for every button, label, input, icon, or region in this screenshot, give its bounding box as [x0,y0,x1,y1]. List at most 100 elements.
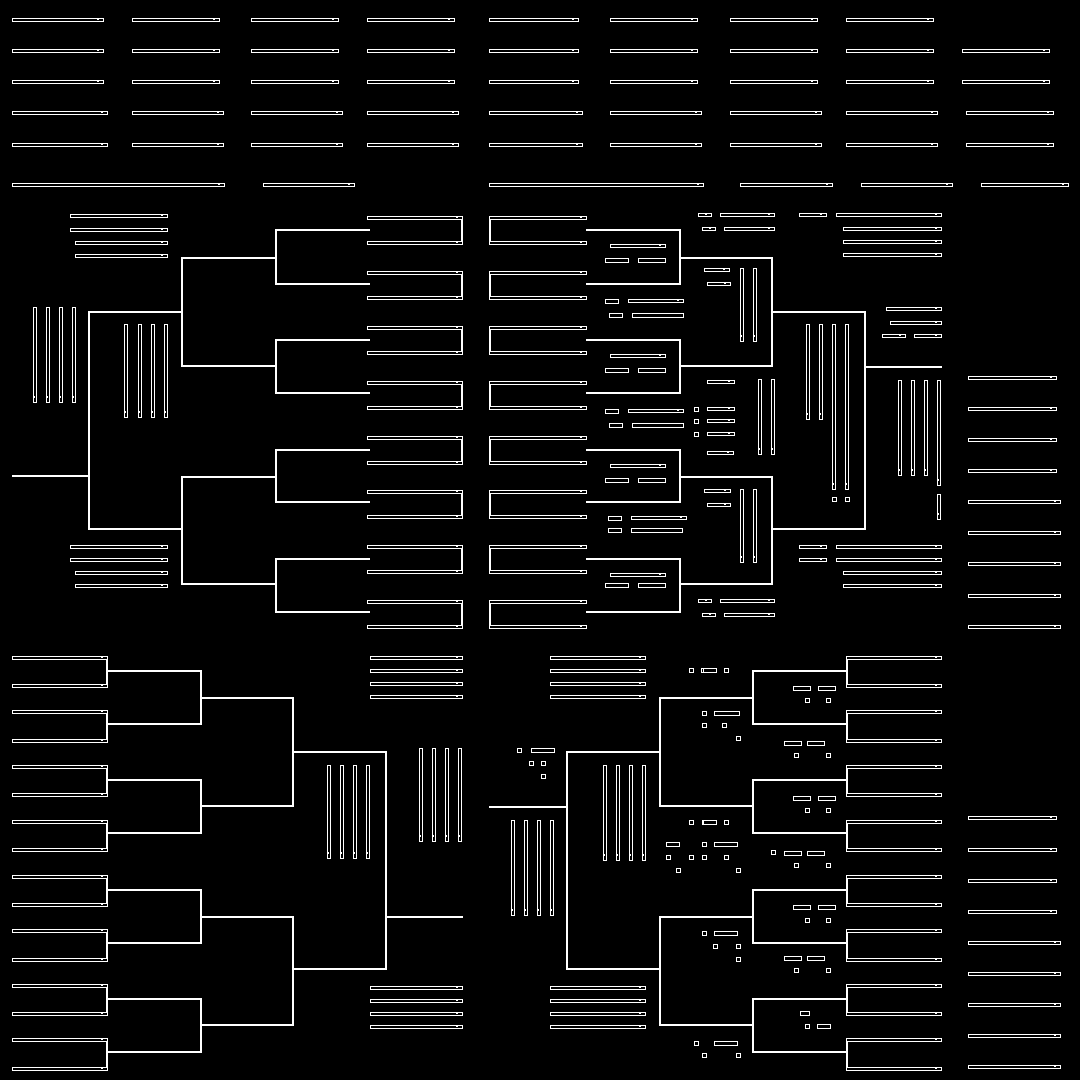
marker-tick [638,478,666,483]
entrant-name-bar [846,820,942,824]
round-label-vertical [898,380,902,476]
match-box [107,998,202,1053]
header-row-3-cell [132,80,220,84]
entrant-name-bar [367,436,463,440]
side-list-item [550,999,646,1003]
match-box [107,670,202,725]
round-label-vertical [845,324,849,490]
entrant-score-bar [489,570,587,574]
header-footer-cell [740,183,833,187]
header-row-4-cell [251,111,343,115]
entrant-name-bar [489,545,587,549]
marker-dot [724,668,729,673]
header-row-4-cell [610,111,702,115]
match-note-bar [610,464,666,468]
marker-dot [541,774,546,779]
marker-tick [605,478,629,483]
side-list-item [75,254,168,258]
entrant-score-bar [367,515,463,519]
marker-dot [771,850,776,855]
entrant-name-bar [367,490,463,494]
tag-bar [720,213,775,217]
header-row-3-cell [846,80,934,84]
marker-tick [817,1024,831,1029]
header-row-3-cell [251,80,339,84]
match-box [201,697,294,807]
match-box [12,1038,108,1069]
entrant-name-bar [367,216,463,220]
marker-tick [605,258,629,263]
side-list-item [370,656,463,660]
entrant-name-bar [12,1038,108,1042]
match-box [201,916,294,1026]
marker-tick [793,905,811,910]
match-note-bar [707,419,735,423]
header-row-4-cell [846,111,938,115]
header-row-5-cell [132,143,224,147]
marker-dot [826,863,831,868]
tag-bar [836,545,942,549]
match-box [12,710,108,741]
match-box [586,229,681,285]
tag-bar [799,545,827,549]
round-label-vertical [642,765,646,861]
entrant-score-bar [489,296,587,300]
round-label-vertical [753,489,757,563]
entrant-name-bar [846,958,942,962]
bracket-final-line [12,475,88,477]
marker-dot [794,753,799,758]
entrant-score-bar [489,406,587,410]
marker-dot [826,698,831,703]
match-box [586,339,681,394]
tag-bar [799,213,827,217]
tag-bar [914,334,942,338]
tag-bar [836,558,942,562]
marker-tick [818,905,836,910]
entrant-name-bar [12,684,108,688]
marker-tick [631,528,683,533]
marker-dot [702,931,707,936]
marker-tick [605,368,629,373]
entrant-name-bar [846,684,942,688]
side-list-item [370,695,463,699]
round-label-vertical [550,820,554,916]
marker-dot [702,711,707,716]
round-label-vertical [753,268,757,342]
match-box [846,710,942,741]
entrant-score-bar [489,241,587,245]
entrant-name-bar [846,875,942,879]
entrant-name-bar [12,710,108,714]
match-box [107,779,202,834]
entrant-name-bar [846,984,942,988]
match-box [12,929,108,960]
entrant-score-bar [367,625,463,629]
entrant-name-bar [846,1067,942,1071]
header-row-2-cell [962,49,1050,53]
header-row-2-cell [846,49,934,53]
match-note-bar [707,503,731,507]
marker-dot [826,753,831,758]
match-note-bar [707,407,735,411]
match-box [586,558,681,613]
match-box [275,558,370,613]
header-row-2-cell [251,49,339,53]
tag-bar [843,253,942,257]
bracket-final-line [866,366,942,368]
side-list-item [550,1012,646,1016]
marker-tick [609,313,623,318]
side-list-item [370,986,463,990]
side-list-item [550,695,646,699]
match-box [88,311,182,530]
header-footer-cell [489,183,704,187]
entrant-score-bar [489,461,587,465]
marker-dot [845,497,850,502]
marker-dot [702,855,707,860]
entrant-name-bar [12,903,108,907]
marker-tick [703,668,717,673]
header-row-5-cell [12,143,108,147]
marker-dot [702,723,707,728]
header-row-2-cell [610,49,698,53]
marker-dot [694,407,699,412]
round-label-vertical [445,748,449,842]
standings-row [968,531,1061,535]
